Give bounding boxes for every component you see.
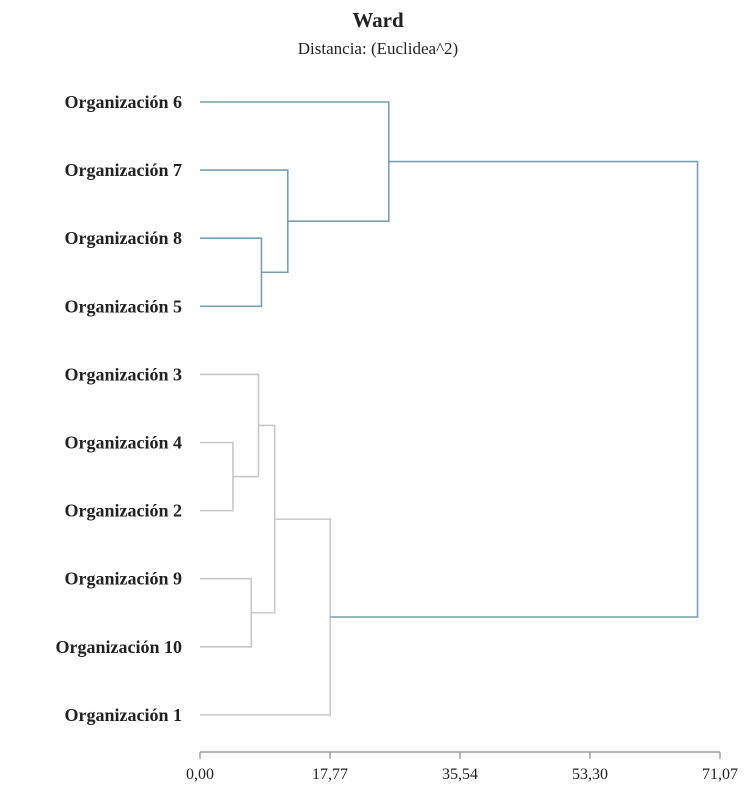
chart-title: Ward [352, 8, 404, 32]
merge-link-m8 [200, 101, 390, 222]
x-axis: 0,00 17,77 35,54 53,30 71,07 [186, 751, 738, 783]
dendrogram-links [200, 101, 699, 716]
merge-link-m1 [200, 441, 234, 512]
x-tick-label: 35,54 [442, 766, 478, 783]
leaf-labels: Organización 6 Organización 7 Organización… [56, 92, 183, 725]
merge-link-m9 [330, 160, 699, 618]
merge-link-m7 [200, 518, 332, 716]
chart-subtitle: Distancia: (Euclidea^2) [298, 39, 458, 58]
merge-link-m5 [251, 424, 276, 614]
merge-link-m3 [200, 237, 263, 308]
x-tick-label: 71,07 [702, 766, 738, 783]
leaf-label-organizacion-1: Organización 1 [65, 705, 183, 725]
leaf-label-organizacion-5: Organización 5 [65, 296, 183, 316]
leaf-label-organizacion-6: Organización 6 [65, 92, 183, 112]
merge-link-m2 [200, 577, 253, 648]
merge-link-m6 [200, 169, 289, 274]
leaf-label-organizacion-10: Organización 10 [56, 637, 183, 657]
leaf-label-organizacion-7: Organización 7 [65, 160, 183, 180]
x-tick-label: 17,77 [312, 766, 348, 783]
x-tick-label: 0,00 [186, 766, 214, 783]
leaf-label-organizacion-2: Organización 2 [65, 501, 183, 521]
merge-link-m4 [200, 373, 260, 478]
leaf-label-organizacion-8: Organización 8 [65, 228, 183, 248]
leaf-label-organizacion-4: Organización 4 [65, 433, 183, 453]
x-tick-label: 53,30 [572, 766, 608, 783]
leaf-label-organizacion-9: Organización 9 [65, 569, 183, 589]
leaf-label-organizacion-3: Organización 3 [65, 364, 183, 384]
